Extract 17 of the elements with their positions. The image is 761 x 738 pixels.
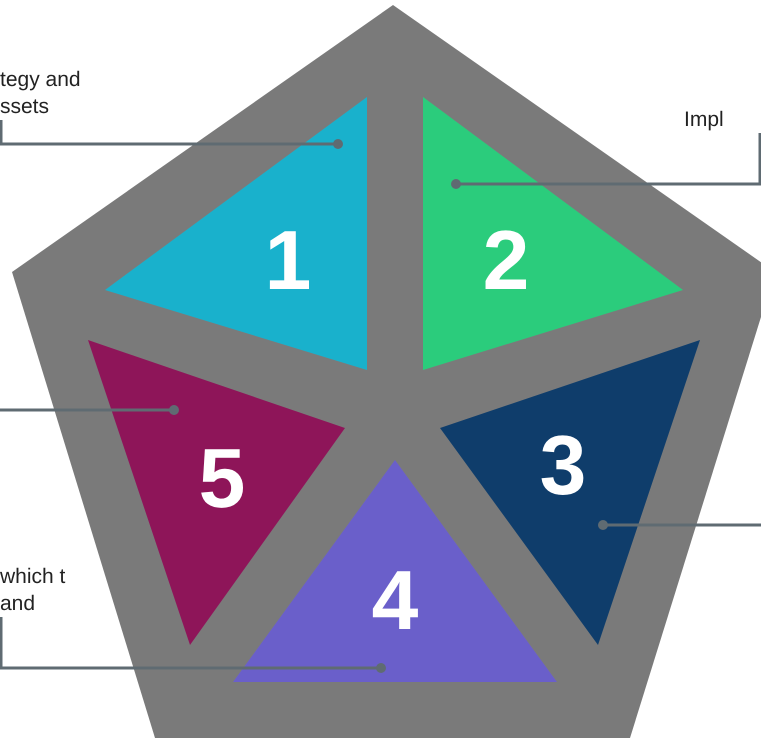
segment-number: 4 — [372, 558, 418, 642]
leader-line — [0, 120, 343, 149]
segment-number: 1 — [264, 218, 312, 302]
leader-line — [451, 133, 761, 189]
segment-number: 2 — [482, 218, 530, 302]
triangle-segment — [105, 97, 367, 370]
segment-number: 5 — [198, 436, 246, 520]
triangle-segment — [423, 97, 683, 370]
callout-text: which t and — [0, 564, 66, 617]
triangle-segment — [440, 340, 700, 645]
triangle-segment — [88, 340, 345, 645]
leader-line — [0, 405, 179, 415]
callout-text: tegy and ssets — [0, 67, 82, 120]
leader-line — [598, 520, 761, 530]
segment-number: 3 — [540, 423, 586, 507]
callout-text: Impl — [684, 107, 725, 133]
leader-line — [0, 617, 386, 673]
